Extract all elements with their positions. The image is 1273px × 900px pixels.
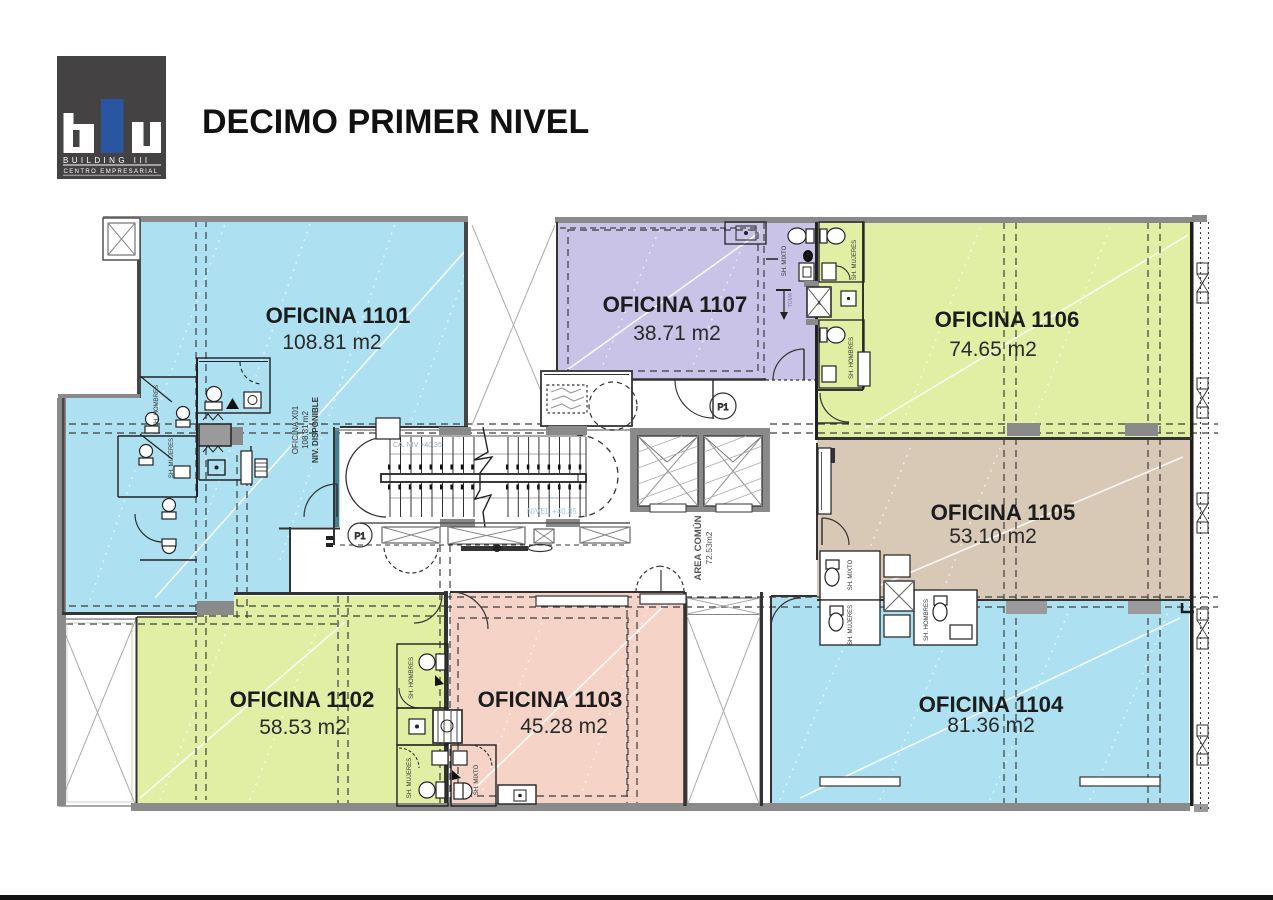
svg-text:SH. HOMBRES: SH. HOMBRES: [849, 337, 855, 379]
svg-text:53.10 m2: 53.10 m2: [949, 525, 1037, 548]
svg-text:OFICINA 1104: OFICINA 1104: [919, 692, 1064, 717]
svg-text:P1: P1: [717, 402, 728, 412]
svg-text:58.53 m2: 58.53 m2: [259, 716, 347, 739]
svg-text:NIVEL +40.35: NIVEL +40.35: [527, 507, 577, 516]
svg-text:OFICINA 1107: OFICINA 1107: [603, 292, 748, 317]
svg-text:DECIMO PRIMER NIVEL: DECIMO PRIMER NIVEL: [202, 103, 589, 141]
svg-text:SH. HOMBRES: SH. HOMBRES: [154, 385, 160, 427]
svg-text:BUILDING III: BUILDING III: [63, 156, 150, 165]
svg-text:OFICINA X01: OFICINA X01: [291, 405, 300, 454]
svg-text:NIV. DISPONIBLE: NIV. DISPONIBLE: [311, 396, 320, 463]
svg-text:CA. NIV +40.35: CA. NIV +40.35: [393, 442, 442, 449]
svg-text:OFICINA 1105: OFICINA 1105: [931, 500, 1076, 525]
svg-text:SH. MUJERES: SH. MUJERES: [169, 438, 175, 478]
svg-text:OFICINA 1103: OFICINA 1103: [478, 687, 623, 712]
svg-text:38.71 m2: 38.71 m2: [633, 322, 721, 345]
svg-text:74.65 m2: 74.65 m2: [949, 338, 1037, 361]
svg-text:108.81 m2: 108.81 m2: [301, 411, 310, 449]
svg-text:OFICINA 1102: OFICINA 1102: [230, 687, 375, 712]
svg-text:SH. MIXTO: SH. MIXTO: [782, 245, 788, 276]
svg-text:P1: P1: [354, 531, 365, 541]
svg-text:SH. MIXTO: SH. MIXTO: [474, 764, 480, 795]
svg-text:SH. MUJERES: SH. MUJERES: [848, 605, 854, 645]
svg-text:45.28 m2: 45.28 m2: [520, 715, 608, 738]
svg-text:AREA COMÚN: AREA COMÚN: [692, 515, 704, 580]
svg-text:SH. MUJERES: SH. MUJERES: [852, 240, 858, 280]
svg-text:OFICINA 1106: OFICINA 1106: [935, 307, 1080, 332]
svg-text:SH. MIXTO: SH. MIXTO: [848, 559, 854, 590]
svg-text:CENTRO EMPRESARIAL: CENTRO EMPRESARIAL: [64, 169, 159, 175]
svg-text:72.53m2: 72.53m2: [704, 531, 714, 564]
svg-text:108.81 m2: 108.81 m2: [282, 331, 381, 354]
svg-text:TOMA: TOMA: [788, 292, 794, 307]
svg-text:81.36 m2: 81.36 m2: [947, 714, 1035, 737]
svg-text:SH. MUJERES: SH. MUJERES: [407, 758, 413, 798]
svg-text:SH. HOMBRES: SH. HOMBRES: [409, 657, 415, 699]
svg-text:SH. HOMBRES: SH. HOMBRES: [924, 599, 930, 641]
svg-text:OFICINA 1101: OFICINA 1101: [266, 303, 411, 328]
svg-text:x: x: [817, 300, 821, 307]
